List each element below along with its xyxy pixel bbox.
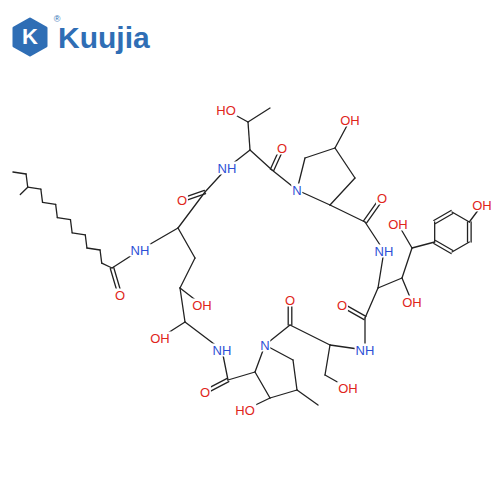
chemical-bond <box>365 288 378 318</box>
chemical-bond <box>452 212 469 222</box>
atom-label: O <box>336 299 348 312</box>
atom-label: NH <box>374 245 395 258</box>
chemical-bond <box>41 189 43 202</box>
chemical-bond <box>57 218 70 220</box>
chemical-bond <box>70 220 72 233</box>
chemical-bond <box>180 288 185 322</box>
atom-label: OH <box>337 382 359 395</box>
chemical-bond <box>297 390 318 405</box>
chemical-bond <box>87 248 100 250</box>
chemical-bond <box>293 360 297 390</box>
atom-label: O <box>276 142 288 155</box>
atom-label: OH <box>191 299 213 312</box>
chemical-bond <box>13 172 26 174</box>
logo-text: Kuujia <box>58 23 150 53</box>
chemical-bond <box>56 204 58 217</box>
chemical-bond <box>290 325 330 345</box>
atom-label: O <box>284 294 296 307</box>
chemical-bond <box>228 372 255 380</box>
registered-mark: ® <box>54 15 61 24</box>
chemical-bond <box>250 150 272 170</box>
chemical-bond <box>305 148 335 158</box>
chemical-bond <box>28 187 41 189</box>
chemical-bond <box>20 187 27 194</box>
chemical-bond <box>102 263 112 268</box>
chemical-bond <box>248 108 270 122</box>
chemical-bond <box>330 205 365 222</box>
bond-group <box>13 108 482 410</box>
atom-label: O <box>376 192 388 205</box>
chemical-bond <box>434 222 435 242</box>
chemical-bond <box>378 278 402 288</box>
chemical-bond <box>270 390 297 398</box>
atom-label: O <box>199 386 211 399</box>
atom-label: O <box>176 194 188 207</box>
chemical-bond <box>255 372 270 398</box>
chemical-bond <box>467 222 468 242</box>
atom-label: NH <box>355 344 376 357</box>
chemical-bond <box>100 250 102 263</box>
chemical-bond <box>330 178 355 205</box>
atom-label: NH <box>212 344 233 357</box>
chemical-bond <box>72 233 85 235</box>
atom-label: N <box>291 184 302 197</box>
chemical-bond <box>436 240 453 250</box>
atom-label: OH <box>149 332 171 345</box>
chemical-bond <box>452 242 469 252</box>
atom-label: HO <box>234 404 256 417</box>
chemical-bond <box>335 148 355 178</box>
atom-label: NH <box>217 162 238 175</box>
atom-label: HO <box>215 104 237 117</box>
atom-label: NH <box>130 244 151 257</box>
chemical-bond <box>412 242 435 248</box>
atom-label: OH <box>387 218 409 231</box>
chemical-bond <box>436 214 453 224</box>
logo-mark: K <box>22 26 38 48</box>
atom-label: OH <box>401 296 423 309</box>
chemical-bond <box>248 122 250 150</box>
chemical-bond <box>43 202 56 204</box>
chemical-bond <box>85 235 87 248</box>
atom-label: OH <box>339 114 361 127</box>
chemical-bond <box>402 248 412 278</box>
atom-label: OH <box>471 199 493 212</box>
chemical-bond <box>178 228 195 258</box>
chemical-bond <box>180 258 195 288</box>
atom-label: O <box>114 289 126 302</box>
chemical-bond <box>26 174 28 187</box>
atom-label: N <box>259 339 270 352</box>
chemical-bond <box>470 222 471 242</box>
logo-hexagon <box>14 19 46 55</box>
chemical-bond <box>325 345 330 375</box>
